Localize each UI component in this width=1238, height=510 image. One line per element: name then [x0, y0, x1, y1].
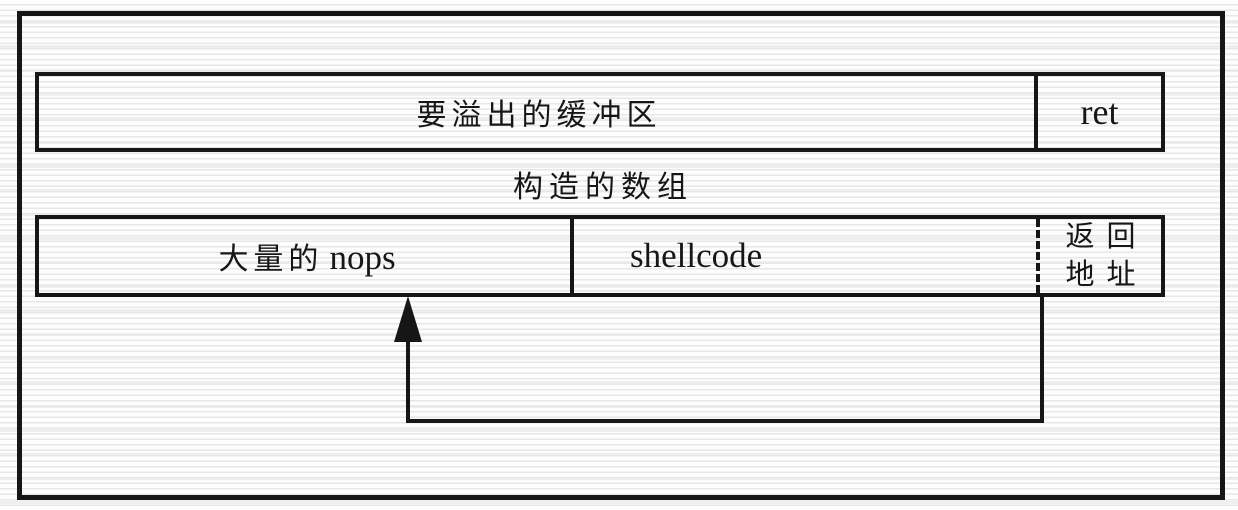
return-address-cell: 返回 地址	[1036, 219, 1161, 293]
return-address-line1: 返回	[1065, 221, 1148, 253]
ret-label: ret	[1080, 92, 1119, 132]
return-address-line2: 地址	[1065, 259, 1148, 291]
outer-frame	[17, 11, 1225, 500]
nops-label-en: nops	[329, 238, 396, 277]
constructed-array-label: 构造的数组	[513, 171, 693, 204]
nops-label-cn: 大量的	[218, 243, 324, 276]
ret-cell: ret	[1038, 76, 1161, 148]
constructed-array-row: 大量的 nops shellcode 返回 地址	[35, 215, 1165, 297]
nops-cell: 大量的 nops	[39, 219, 574, 293]
nops-label: 大量的 nops	[213, 234, 395, 278]
overflow-buffer-cell: 要溢出的缓冲区	[39, 76, 1038, 148]
shellcode-label: shellcode	[630, 236, 763, 275]
shellcode-cell: shellcode	[574, 219, 1036, 293]
overflow-buffer-label: 要溢出的缓冲区	[416, 99, 662, 132]
overflow-buffer-row: 要溢出的缓冲区 ret	[35, 72, 1165, 152]
